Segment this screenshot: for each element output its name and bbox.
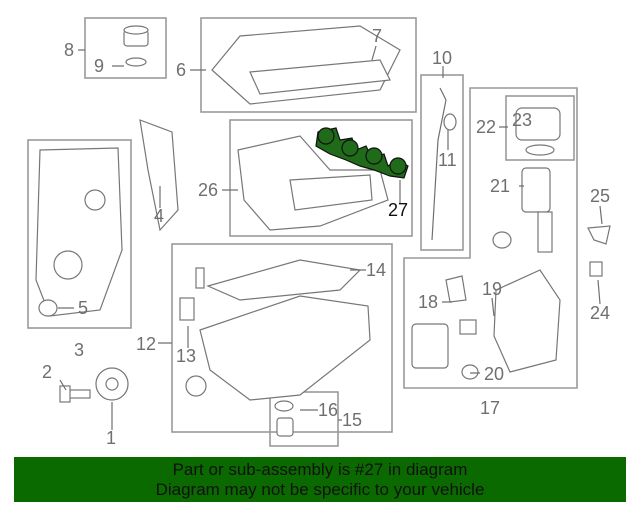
dipstick [431, 87, 457, 241]
valve-cover [211, 25, 401, 105]
callout-19[interactable]: 19 [482, 279, 502, 299]
group-box-8 [84, 17, 167, 79]
callout-25[interactable]: 25 [590, 186, 610, 206]
group-box-22 [505, 95, 575, 161]
drain-plug [274, 400, 294, 437]
group-box-3 [27, 139, 132, 329]
callout-20[interactable]: 20 [484, 364, 504, 384]
callout-7[interactable]: 7 [372, 26, 382, 46]
group-box-26 [229, 119, 413, 237]
callout-21[interactable]: 21 [490, 176, 510, 196]
sensor-24 [589, 261, 603, 277]
callout-26[interactable]: 26 [198, 180, 218, 200]
banner-line-2: Diagram may not be specific to your vehi… [155, 480, 485, 499]
oil-filler-cap [123, 25, 149, 67]
callout-10[interactable]: 10 [432, 48, 452, 68]
info-banner: Part or sub-assembly is #27 in diagram D… [14, 457, 626, 502]
callout-11[interactable]: 11 [438, 150, 457, 170]
callout-12[interactable]: 12 [136, 334, 156, 354]
callout-2[interactable]: 2 [42, 362, 52, 382]
callout-24[interactable]: 24 [590, 303, 610, 323]
callout-16[interactable]: 16 [318, 400, 338, 420]
callout-5[interactable]: 5 [78, 298, 88, 318]
group-box-17 [403, 87, 578, 389]
callout-18[interactable]: 18 [418, 292, 438, 312]
oil-filter [492, 167, 553, 253]
callout-17[interactable]: 17 [480, 398, 500, 418]
intake-manifold [237, 135, 389, 231]
callout-13[interactable]: 13 [176, 346, 196, 366]
banner-line-1: Part or sub-assembly is #27 in diagram [172, 460, 468, 479]
callout-9[interactable]: 9 [94, 56, 104, 76]
group-box-10 [420, 74, 464, 251]
oil-cooler [411, 269, 561, 380]
bracket-25 [587, 225, 611, 245]
callout-15[interactable]: 15 [342, 410, 362, 430]
callout-14[interactable]: 14 [366, 260, 386, 280]
callout-6[interactable]: 6 [176, 60, 186, 80]
bolt-2 [59, 385, 91, 403]
callout-27[interactable]: 27 [388, 200, 408, 220]
crank-pulley [95, 367, 129, 401]
callout-4[interactable]: 4 [154, 206, 164, 226]
timing-guide [139, 119, 179, 232]
callout-22[interactable]: 22 [476, 117, 496, 137]
group-box-6 [200, 17, 417, 113]
callout-3[interactable]: 3 [74, 340, 84, 360]
callout-1[interactable]: 1 [106, 428, 116, 448]
oil-filter-cap [515, 107, 561, 156]
callout-23[interactable]: 23 [512, 110, 532, 130]
highlighted-part-27[interactable] [315, 127, 409, 179]
timing-cover [35, 147, 123, 317]
callout-8[interactable]: 8 [64, 40, 74, 60]
oil-pan [179, 259, 371, 401]
